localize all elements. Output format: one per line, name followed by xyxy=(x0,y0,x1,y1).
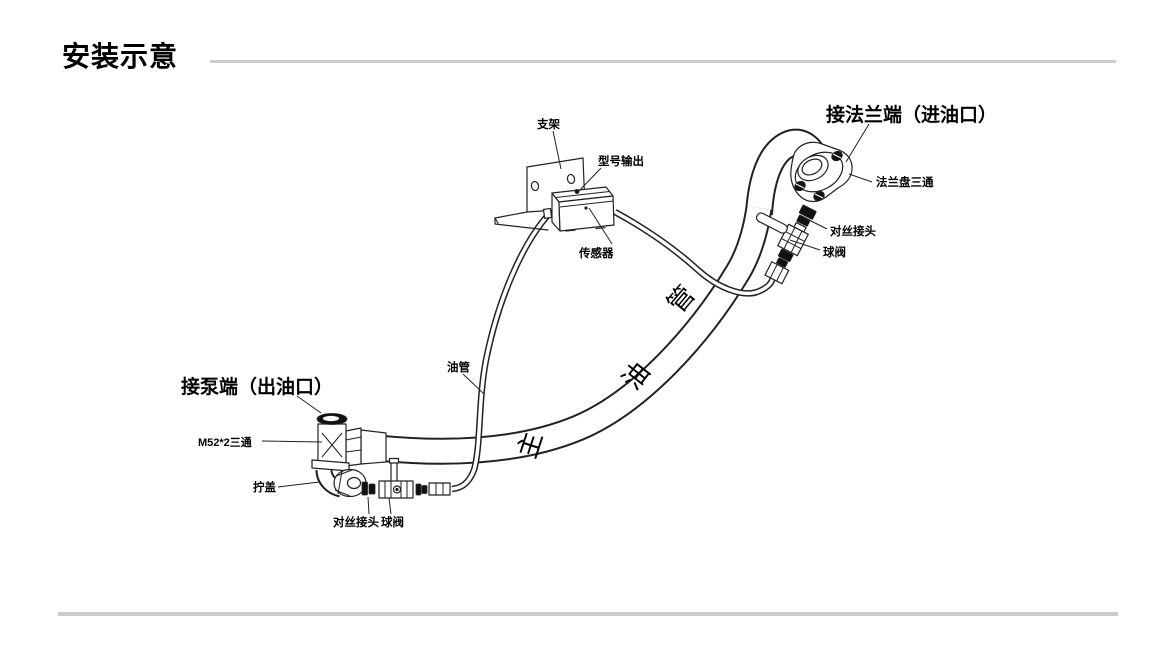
label-tee-m52: M52*2三通 xyxy=(198,436,252,449)
label-screw-cap: 拧盖 xyxy=(253,480,276,494)
sensor-oil-tube-right xyxy=(613,209,777,297)
sensor-left-port xyxy=(542,207,553,219)
label-sensor: 传感器 xyxy=(578,246,614,260)
leader-lines xyxy=(261,123,873,515)
ball-valve-bottom-handle xyxy=(390,460,398,483)
flange-bolts xyxy=(794,150,843,202)
label-union-joint-bottom: 对丝接头 xyxy=(333,515,379,529)
flange-tee-assembly xyxy=(790,141,853,203)
label-flange-tee: 法兰盘三通 xyxy=(876,175,934,189)
tee-side-hex-nut xyxy=(345,427,362,467)
right-union-fitting-bottom xyxy=(428,482,451,496)
label-ball-valve-right: 球阀 xyxy=(823,245,846,259)
page-title: 安装示意 xyxy=(62,41,179,72)
outlet-valve-assembly xyxy=(361,457,451,499)
label-oil-pipe: 油管 xyxy=(447,360,470,374)
label-flange-end: 接法兰端（进油口） xyxy=(826,103,997,126)
bracket-hole-left xyxy=(530,180,540,192)
tee-pipe-stub xyxy=(360,429,387,465)
union-joint-bottom-fitting xyxy=(361,481,368,496)
title-divider-line xyxy=(210,60,1116,63)
label-ball-valve-bottom: 球阀 xyxy=(381,515,404,529)
sensor-oil-tube-left xyxy=(451,211,552,493)
bracket-hole-right xyxy=(566,173,576,185)
label-signal-output: 型号输出 xyxy=(598,154,644,168)
screw-cap xyxy=(333,468,367,498)
label-bracket: 支架 xyxy=(536,117,560,131)
sensor-front-face xyxy=(558,195,615,232)
tee-fitting-m52 xyxy=(311,413,387,498)
bottom-divider-line xyxy=(58,612,1118,616)
sensor-box xyxy=(542,186,615,232)
label-pump-end: 接泵端（出油口） xyxy=(181,375,333,398)
lower-union-fitting-right xyxy=(764,261,790,285)
main-pipe xyxy=(376,205,773,465)
inlet-valve-assembly xyxy=(755,204,817,285)
ball-valve-right-handle xyxy=(755,212,788,234)
label-union-joint-right: 对丝接头 xyxy=(830,224,876,238)
union-joint-right-fitting xyxy=(798,204,817,220)
